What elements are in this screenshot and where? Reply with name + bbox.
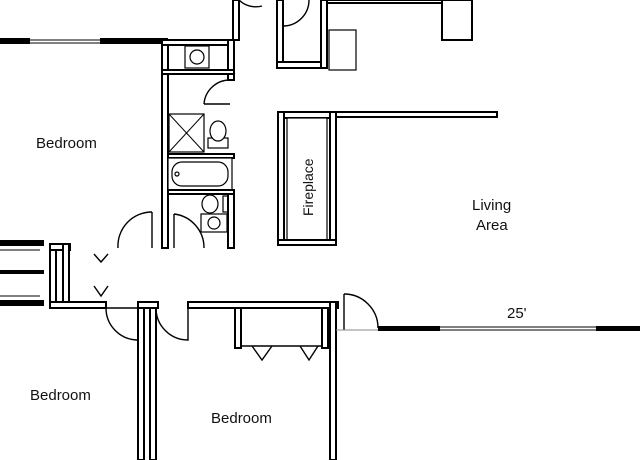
bedroom-bottom-middle-label: Bedroom (211, 410, 272, 427)
top-fixtures (232, 0, 473, 71)
top-left-bedroom-door (117, 211, 153, 249)
living-area-label-line1: Living (472, 197, 511, 214)
fireplace: Fireplace (277, 111, 337, 246)
living-area-top-wall (335, 111, 498, 118)
hall-closet (0, 240, 109, 309)
bottom-walls (105, 293, 379, 460)
bedroom-bottom-left-label: Bedroom (30, 387, 91, 404)
bedroom-top-left-label: Bedroom (36, 135, 97, 152)
top-left-bedroom-top-wall (0, 38, 168, 44)
bathroom (161, 39, 235, 249)
fireplace-label: Fireplace (300, 158, 316, 216)
living-width-dimension: 25' (507, 305, 527, 322)
living-area-bottom-wall: 25' (378, 305, 640, 331)
living-area-label-line2: Area (476, 217, 508, 234)
